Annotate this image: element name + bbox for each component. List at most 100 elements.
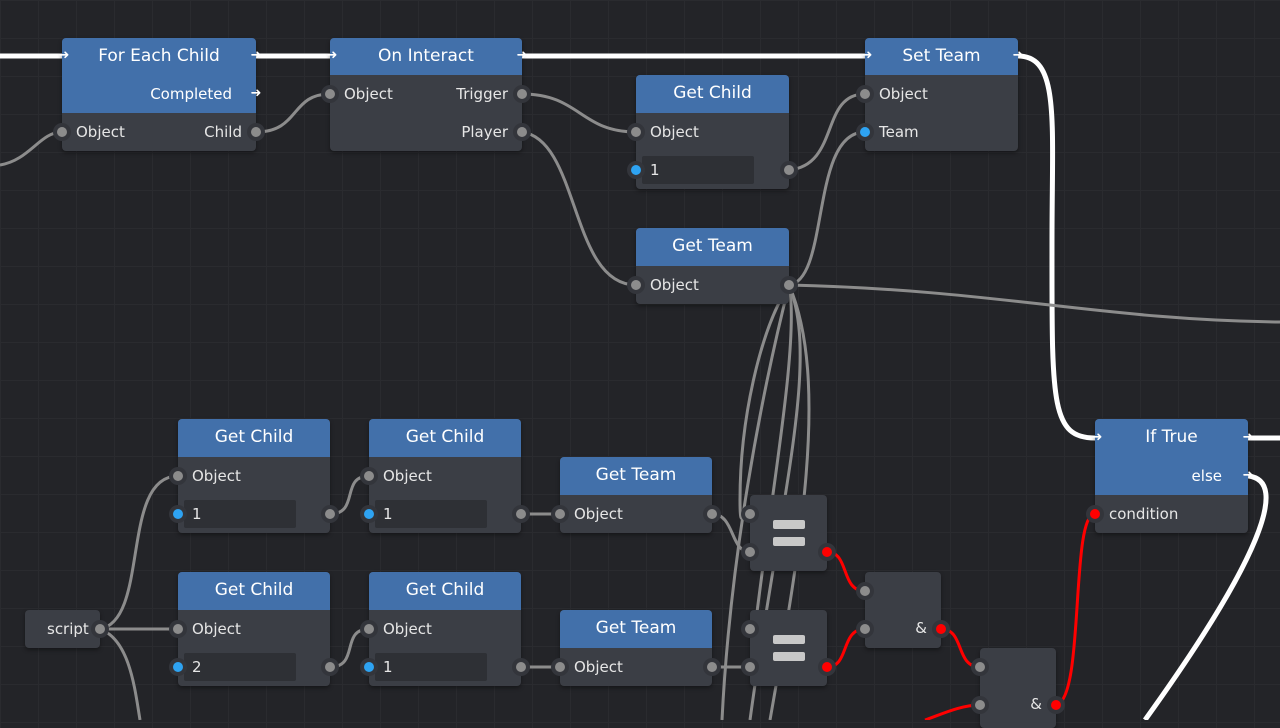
node-header[interactable]: Get Team xyxy=(560,610,712,648)
node-for-each-child[interactable]: For Each Child Completed ➜ ➜ ➜ Object Ch… xyxy=(57,38,261,151)
node-get-team[interactable]: Get Team Object xyxy=(555,457,717,533)
node-get-child[interactable]: Get Child Object 1 xyxy=(631,75,794,189)
node-set-team[interactable]: Set Team ➜ ➜ Object Team xyxy=(860,38,1023,151)
object-label: Object xyxy=(192,467,241,485)
node-title: Get Child xyxy=(214,427,294,447)
object-input-port[interactable] xyxy=(364,471,374,481)
bool-wire xyxy=(940,627,981,669)
index-input-port[interactable] xyxy=(631,165,641,175)
object-input-port[interactable] xyxy=(325,89,335,99)
exec-out-arrow-icon[interactable]: ➜ xyxy=(250,48,262,63)
team-input-port[interactable] xyxy=(860,127,870,137)
node-header[interactable]: On Interact xyxy=(330,38,522,75)
object-input-port[interactable] xyxy=(631,280,641,290)
node-equals[interactable] xyxy=(745,495,832,571)
node-header[interactable]: Get Team xyxy=(560,457,712,495)
data-wire xyxy=(99,627,142,720)
player-output-port[interactable] xyxy=(517,127,527,137)
trigger-output-port[interactable] xyxy=(517,89,527,99)
node-get-child[interactable]: Get Child Object 1 xyxy=(173,419,335,533)
node-and[interactable]: & xyxy=(860,572,946,648)
exec-in-arrow-icon[interactable]: ➜ xyxy=(58,48,70,63)
node-header[interactable]: If True else xyxy=(1095,419,1248,495)
index-input-port[interactable] xyxy=(364,509,374,519)
object-label: Object xyxy=(192,620,241,638)
b-input-port[interactable] xyxy=(860,624,870,634)
node-header[interactable]: Set Team xyxy=(865,38,1018,75)
team-output-port[interactable] xyxy=(707,662,717,672)
node-equals[interactable] xyxy=(745,610,832,686)
child-output-port[interactable] xyxy=(516,662,526,672)
a-input-port[interactable] xyxy=(975,662,985,672)
result-output-port[interactable] xyxy=(822,662,832,672)
index-input-port[interactable] xyxy=(173,509,183,519)
team-output-port[interactable] xyxy=(707,509,717,519)
else-exec-arrow-icon[interactable]: ➜ xyxy=(1242,468,1254,483)
object-input-port[interactable] xyxy=(173,624,183,634)
node-script[interactable]: script xyxy=(25,610,105,648)
node-get-child[interactable]: Get Child Object 1 xyxy=(364,572,526,686)
a-input-port[interactable] xyxy=(745,624,755,634)
node-get-child[interactable]: Get Child Object 2 xyxy=(173,572,335,686)
equals-icon xyxy=(773,652,805,661)
data-wire xyxy=(720,284,791,720)
object-input-port[interactable] xyxy=(364,624,374,634)
object-label: Object xyxy=(879,85,928,103)
node-get-team[interactable]: Get Team Object xyxy=(555,610,717,686)
node-header[interactable]: Get Child xyxy=(178,572,330,610)
node-and[interactable]: & xyxy=(975,648,1061,728)
exec-out-arrow-icon[interactable]: ➜ xyxy=(1242,430,1254,445)
data-wire xyxy=(521,92,637,134)
node-get-child[interactable]: Get Child Object 1 xyxy=(364,419,526,533)
else-label: else xyxy=(1191,467,1222,485)
child-label: Child xyxy=(204,123,242,141)
and-symbol: & xyxy=(915,619,927,637)
child-output-port[interactable] xyxy=(516,509,526,519)
node-header[interactable]: Get Child xyxy=(369,419,521,457)
node-get-team[interactable]: Get Team Object xyxy=(631,228,794,304)
index-input-port[interactable] xyxy=(364,662,374,672)
object-input-port[interactable] xyxy=(555,509,565,519)
node-header[interactable]: Get Team xyxy=(636,228,789,266)
object-input-port[interactable] xyxy=(860,89,870,99)
exec-out-arrow-icon[interactable]: ➜ xyxy=(1012,48,1024,63)
b-input-port[interactable] xyxy=(745,662,755,672)
result-output-port[interactable] xyxy=(822,547,832,557)
node-header[interactable]: Get Child xyxy=(369,572,521,610)
index-input[interactable]: 1 xyxy=(375,500,487,528)
index-input[interactable]: 1 xyxy=(375,653,487,681)
child-output-port[interactable] xyxy=(325,509,335,519)
index-input-port[interactable] xyxy=(173,662,183,672)
child-output-port[interactable] xyxy=(325,662,335,672)
exec-in-arrow-icon[interactable]: ➜ xyxy=(1091,430,1103,445)
b-input-port[interactable] xyxy=(975,700,985,710)
a-input-port[interactable] xyxy=(745,509,755,519)
exec-in-arrow-icon[interactable]: ➜ xyxy=(861,48,873,63)
exec-in-arrow-icon[interactable]: ➜ xyxy=(326,48,338,63)
team-output-port[interactable] xyxy=(784,280,794,290)
node-if-true[interactable]: If True else ➜ ➜ ➜ condition xyxy=(1090,419,1253,533)
child-output-port[interactable] xyxy=(251,127,261,137)
child-output-port[interactable] xyxy=(784,165,794,175)
object-input-port[interactable] xyxy=(555,662,565,672)
b-input-port[interactable] xyxy=(745,547,755,557)
node-header[interactable]: Get Child xyxy=(636,75,789,113)
index-input[interactable]: 1 xyxy=(642,156,754,184)
script-output-port[interactable] xyxy=(95,624,105,634)
object-input-port[interactable] xyxy=(631,127,641,137)
index-input[interactable]: 2 xyxy=(184,653,296,681)
result-output-port[interactable] xyxy=(936,624,946,634)
object-label: Object xyxy=(383,620,432,638)
node-header[interactable]: For Each Child Completed xyxy=(62,38,256,113)
node-header[interactable]: Get Child xyxy=(178,419,330,457)
a-input-port[interactable] xyxy=(860,586,870,596)
result-output-port[interactable] xyxy=(1051,700,1061,710)
condition-input-port[interactable] xyxy=(1090,509,1100,519)
index-input[interactable]: 1 xyxy=(184,500,296,528)
object-input-port[interactable] xyxy=(57,127,67,137)
completed-exec-arrow-icon[interactable]: ➜ xyxy=(250,86,262,101)
data-wire xyxy=(788,283,1280,324)
object-input-port[interactable] xyxy=(173,471,183,481)
node-on-interact[interactable]: On Interact ➜ ➜ Object Trigger Player xyxy=(325,38,527,151)
exec-out-arrow-icon[interactable]: ➜ xyxy=(516,48,528,63)
